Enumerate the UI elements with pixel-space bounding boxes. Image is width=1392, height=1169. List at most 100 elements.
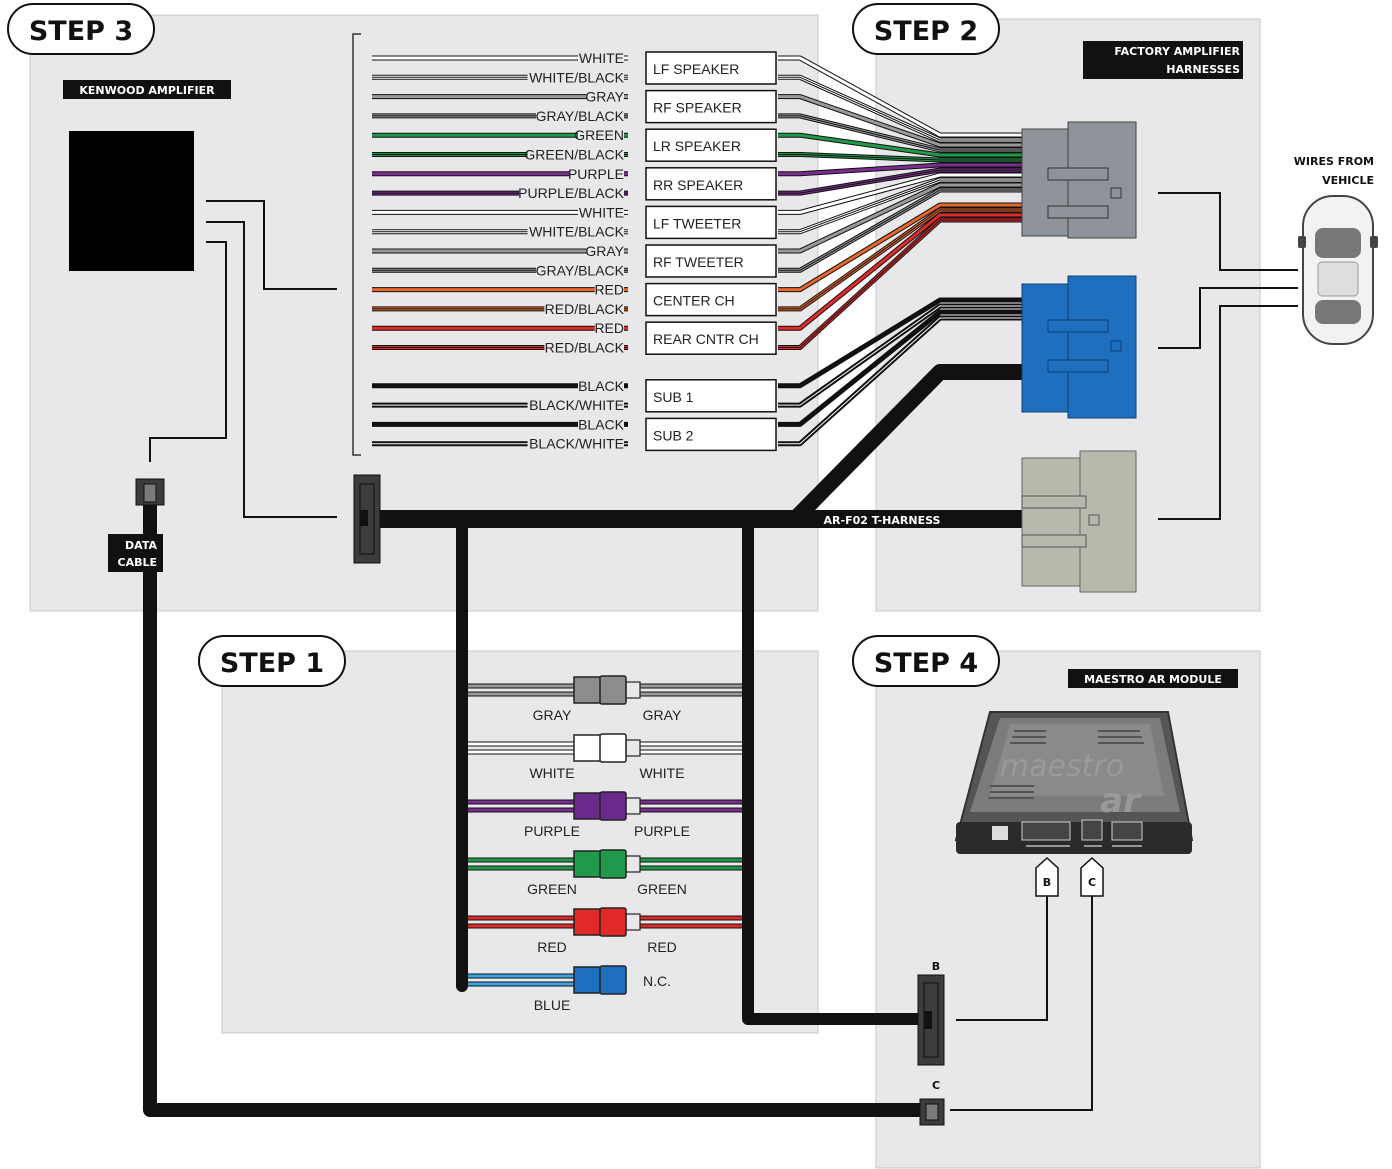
wire-label: PURPLE/BLACK (518, 185, 624, 201)
svg-text:B: B (1043, 876, 1051, 889)
step1-right-label: WHITE (639, 765, 684, 781)
channel-box (645, 379, 777, 413)
wire-run-core (778, 56, 1022, 137)
step1-connector-clip (625, 797, 641, 815)
amp-link-3 (149, 241, 227, 462)
svg-text:DATA: DATA (125, 539, 157, 552)
channel-box-label: LF TWEETER (653, 215, 741, 231)
channel-box (645, 244, 777, 278)
wire-label-bg (519, 185, 624, 201)
data-cable-connector: DATA CABLE (108, 478, 165, 572)
connector-b: B (917, 960, 945, 1066)
step1-drop-right (742, 513, 928, 1025)
wire-label-bg (594, 320, 624, 336)
wire-run-stripe (778, 179, 1022, 233)
wire-bracket (352, 33, 361, 456)
wire-label: RED/BLACK (545, 301, 625, 317)
step1-connector-clip (625, 913, 641, 931)
factory-amplifier-tag: FACTORY AMPLIFIER HARNESSES (1083, 41, 1243, 79)
svg-text:C: C (932, 1079, 940, 1092)
step1-connector-body (573, 676, 603, 704)
wire-run-stripe (778, 115, 1022, 151)
svg-text:AR-F02 T-HARNESS: AR-F02 T-HARNESS (824, 514, 941, 527)
channel-box (645, 205, 777, 240)
wire-label: GREEN (574, 127, 624, 143)
step1-right-label: PURPLE (634, 823, 690, 839)
wire-label: WHITE/BLACK (529, 69, 625, 85)
wire-run-core (778, 163, 1022, 176)
channel-box-label: RF TWEETER (653, 254, 744, 270)
car-icon (1298, 195, 1378, 345)
wire-label-bg (569, 165, 624, 181)
wire-run-stripe (778, 189, 1022, 271)
svg-text:VEHICLE: VEHICLE (1322, 174, 1374, 187)
black-cables (143, 364, 1031, 1117)
wire-label-bg (586, 243, 624, 258)
wire-label: PURPLE (568, 166, 624, 182)
wire-run-stripe (778, 219, 1022, 348)
wire-label: WHITE (579, 204, 624, 220)
wire-label-bg (578, 204, 624, 220)
t-harness-diagonal (787, 364, 1030, 527)
channel-box-label: CENTER CH (653, 293, 735, 309)
step1-connector-body (599, 907, 627, 937)
step1-connector-body (573, 908, 603, 936)
wire-label-bg (527, 435, 624, 451)
step1-right-label: N.C. (643, 973, 671, 989)
channel-box (645, 128, 777, 162)
wire-run-core (778, 95, 1022, 147)
wire-label-bg (578, 377, 624, 393)
svg-text:FACTORY AMPLIFIER: FACTORY AMPLIFIER (1114, 45, 1240, 58)
channel-box (645, 89, 777, 124)
wire-label-bg (527, 146, 624, 162)
wire-label-bg (536, 262, 624, 278)
wire-label-bg (527, 69, 624, 85)
step1-right-label: RED (647, 939, 677, 955)
wire-label-bg (536, 107, 624, 123)
wire-label: GRAY/BLACK (536, 262, 625, 278)
wire-label-bg (578, 416, 624, 432)
wire-label-bg (527, 397, 624, 413)
wire-run-core (778, 133, 1022, 157)
channel-box (645, 167, 777, 201)
svg-text:HARNESSES: HARNESSES (1166, 63, 1240, 76)
step1-label: STEP 1 (198, 635, 346, 687)
module-brand: maestro (1000, 749, 1124, 784)
step1-panel (221, 650, 819, 1034)
channel-box (645, 321, 777, 355)
wire-label-bg (544, 339, 624, 355)
wire-run-core (778, 213, 1022, 330)
wire-run-core (778, 173, 1022, 214)
wire-label: GREEN/BLACK (524, 147, 624, 163)
connector-c: C (919, 1079, 945, 1126)
wire-label-bg (586, 88, 624, 104)
wire-run-stripe (778, 305, 1022, 406)
step3-label: STEP 3 (7, 3, 155, 55)
channel-box (645, 282, 777, 317)
wire-label: BLACK (578, 416, 625, 432)
step1-connector-body (599, 791, 627, 821)
step1-connector-body (573, 734, 603, 762)
channel-box-label: SUB 2 (653, 427, 694, 443)
channel-box-label: LR SPEAKER (653, 138, 741, 154)
step1-right-label: GREEN (637, 881, 687, 897)
svg-text:KENWOOD AMPLIFIER: KENWOOD AMPLIFIER (79, 84, 215, 97)
t-harness-tag: AR-F02 T-HARNESS (824, 514, 941, 527)
wire-run-stripe (778, 76, 1022, 141)
wire-label: BLACK/WHITE (529, 436, 624, 452)
amp-link-1 (206, 200, 337, 290)
svg-text:STEP 4: STEP 4 (874, 648, 978, 679)
channel-box (645, 417, 777, 452)
step1-connector-clip (625, 681, 641, 699)
gray-harness (1021, 121, 1137, 239)
channel-box-label: SUB 1 (653, 389, 694, 405)
data-cable-run (143, 498, 929, 1117)
wire-label: BLACK (578, 378, 625, 394)
kenwood-amplifier-tag: KENWOOD AMPLIFIER (63, 80, 231, 99)
svg-text:B: B (932, 960, 940, 973)
amp-link-2 (206, 221, 337, 518)
step1-right-label: GRAY (643, 707, 682, 723)
tan-harness (1021, 450, 1137, 593)
